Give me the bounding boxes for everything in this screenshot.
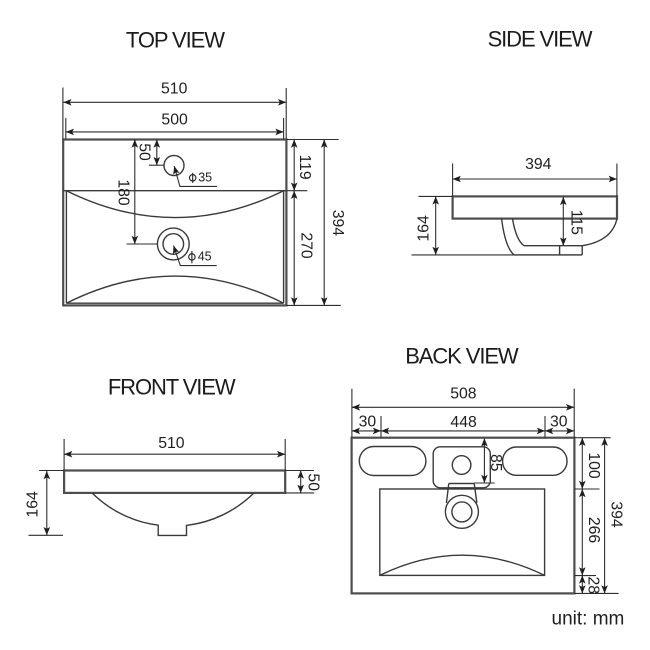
svg-text:394: 394 [525, 156, 552, 173]
svg-text:510: 510 [161, 80, 188, 97]
svg-text:45: 45 [198, 250, 212, 264]
svg-text:394: 394 [608, 501, 625, 528]
svg-text:50: 50 [305, 473, 322, 491]
svg-text:30: 30 [359, 414, 377, 431]
svg-text:508: 508 [450, 385, 477, 402]
svg-text:115: 115 [567, 210, 584, 235]
svg-text:85: 85 [487, 454, 504, 472]
svg-text:394: 394 [329, 210, 346, 237]
svg-text:180: 180 [115, 179, 132, 206]
svg-text:270: 270 [298, 232, 315, 259]
svg-text:50: 50 [136, 143, 153, 161]
svg-text:TOP VIEW: TOP VIEW [126, 27, 225, 52]
svg-text:FRONT VIEW: FRONT VIEW [108, 374, 236, 399]
svg-text:119: 119 [296, 155, 313, 180]
svg-text:266: 266 [585, 517, 602, 544]
svg-text:500: 500 [161, 111, 188, 128]
svg-text:164: 164 [416, 215, 433, 242]
svg-text:SIDE VIEW: SIDE VIEW [488, 27, 593, 52]
svg-text:35: 35 [198, 170, 212, 184]
svg-text:100: 100 [585, 452, 602, 479]
svg-text:28: 28 [585, 577, 602, 595]
svg-text:510: 510 [158, 435, 185, 452]
svg-text:unit: mm: unit: mm [552, 609, 625, 630]
svg-text:30: 30 [550, 414, 568, 431]
svg-text:164: 164 [24, 491, 41, 518]
svg-text:448: 448 [450, 414, 477, 431]
svg-text:BACK VIEW: BACK VIEW [405, 344, 519, 369]
